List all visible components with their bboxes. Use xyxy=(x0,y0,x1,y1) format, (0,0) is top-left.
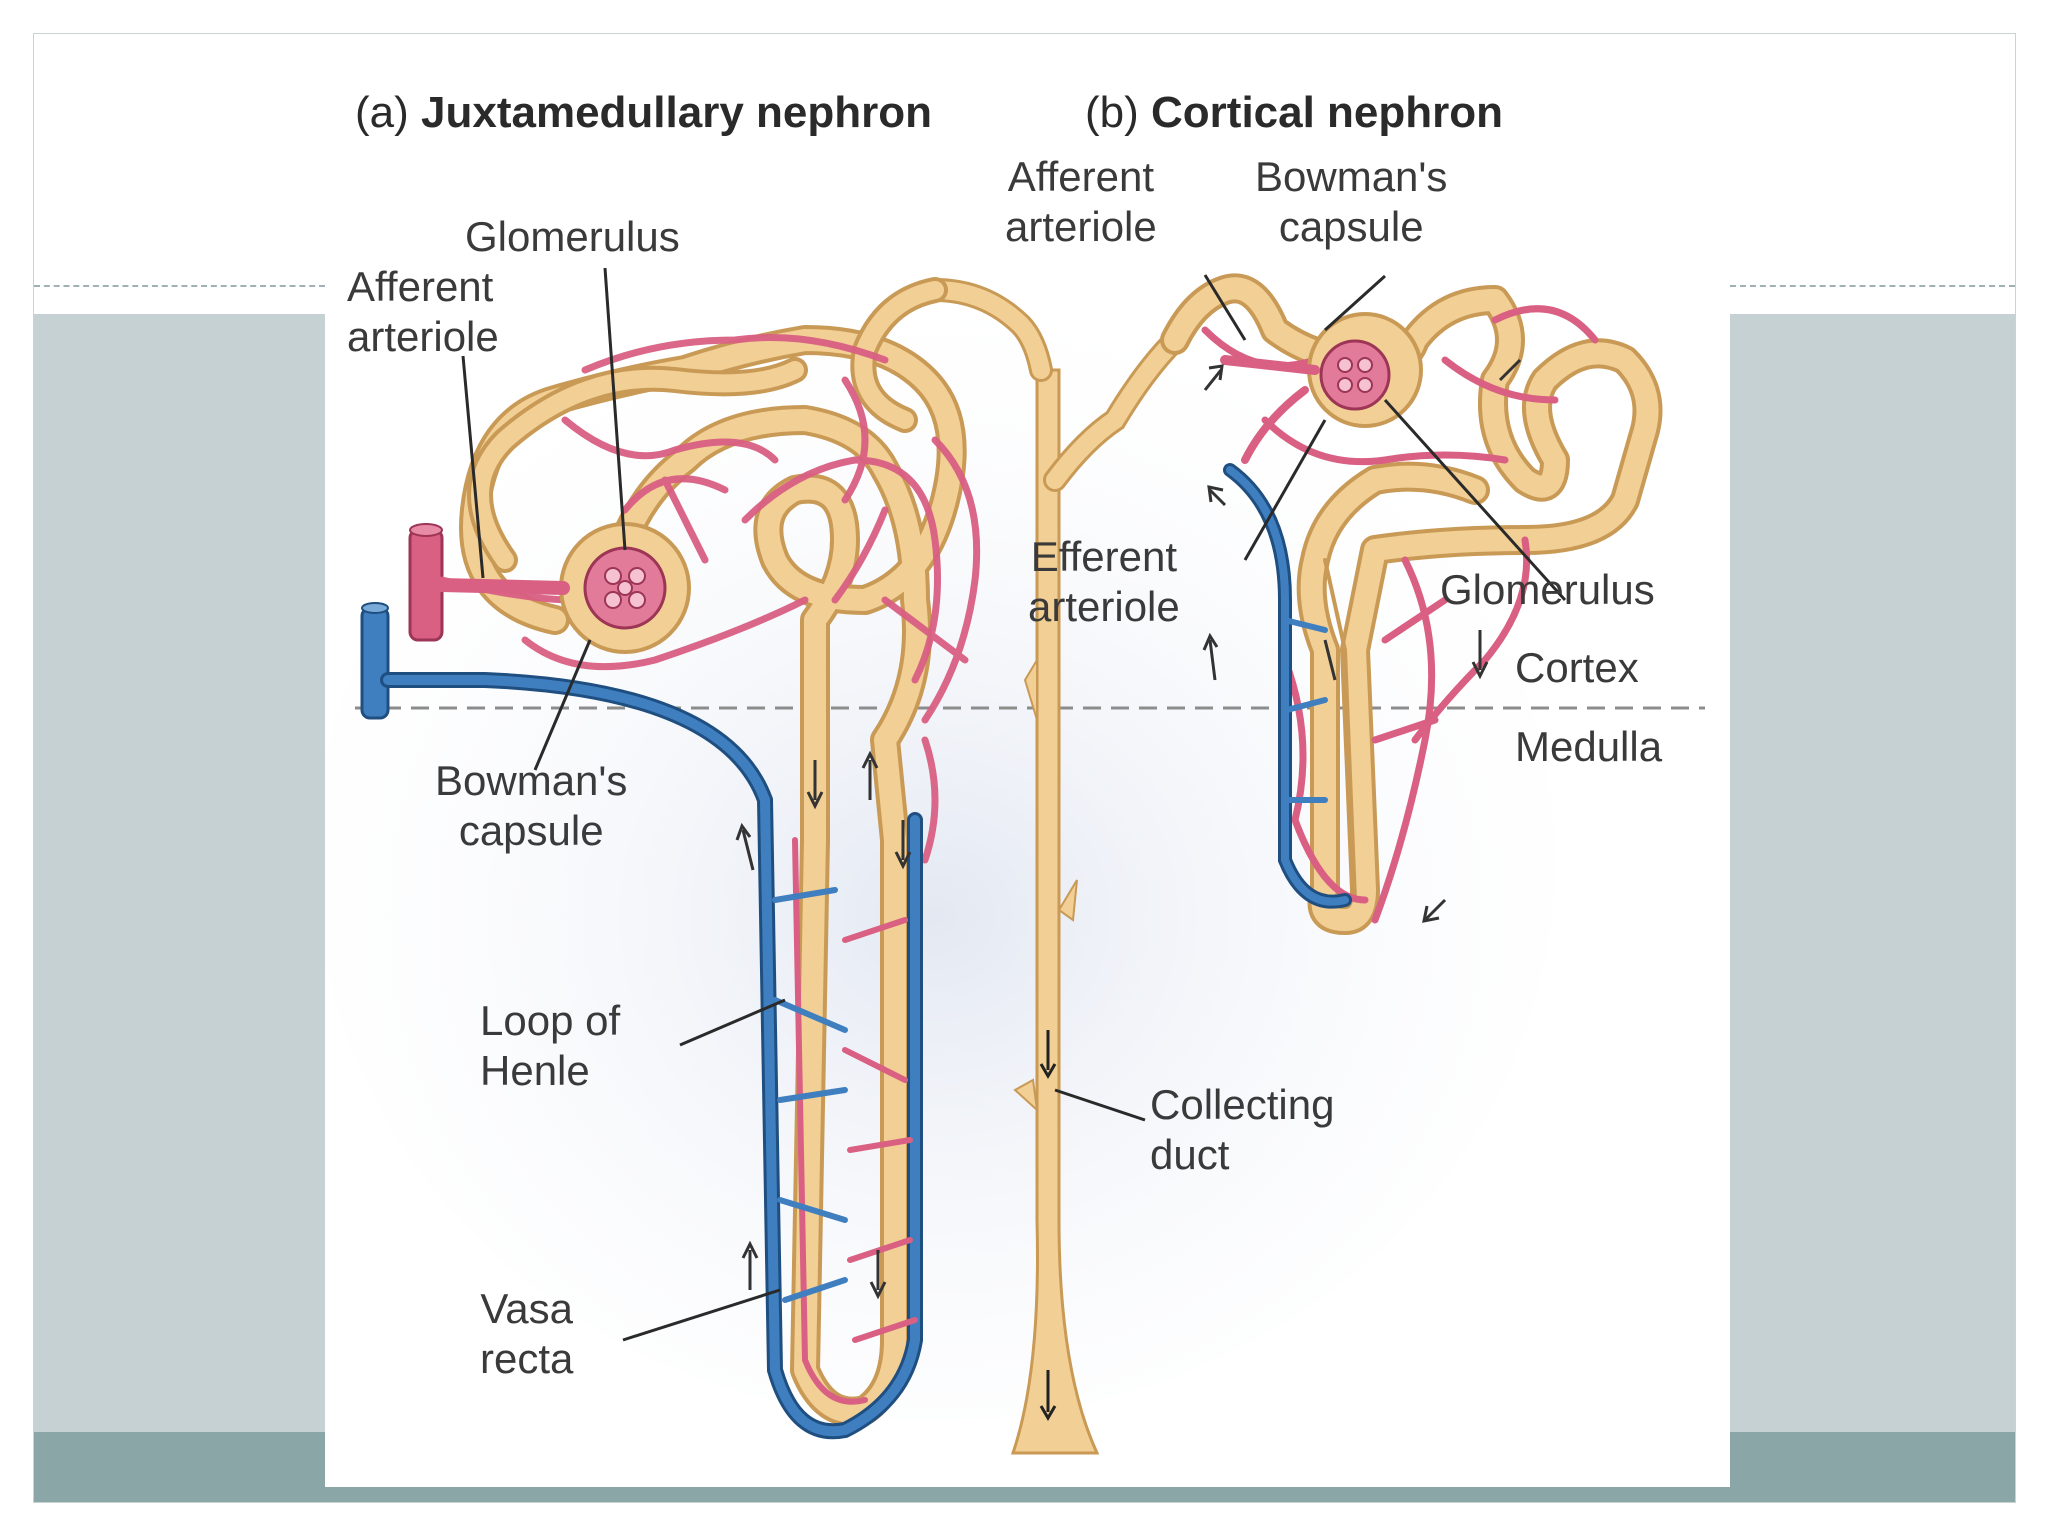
heading-b-prefix: (b) xyxy=(1085,88,1139,137)
vein-stub xyxy=(360,606,390,720)
slide-dashed-rule-left xyxy=(34,285,325,287)
heading-a-title: Juxtamedullary nephron xyxy=(421,88,933,137)
label-vasa-recta: Vasa recta xyxy=(480,1285,574,1382)
cortical-nephron xyxy=(1160,273,1663,935)
label-a-bowmans-capsule: Bowman's capsule xyxy=(435,757,628,854)
juxtamedullary-nephron xyxy=(360,277,981,1440)
label-collecting-duct: Collecting duct xyxy=(1150,1081,1335,1178)
nephron-illustration xyxy=(325,267,1705,1455)
slide-band-right xyxy=(1730,314,2015,1432)
b-glomerulus xyxy=(1319,339,1391,411)
collecting-duct xyxy=(923,278,1187,1455)
slide-dashed-rule-right xyxy=(1730,285,2015,287)
label-medulla: Medulla xyxy=(1515,723,1663,770)
nephron-figure: (a) Juxtamedullary nephron (b) Cortical … xyxy=(325,40,1730,1487)
slide-band-left xyxy=(34,314,325,1432)
label-b-bowmans-capsule: Bowman's capsule xyxy=(1255,153,1448,250)
label-a-glomerulus: Glomerulus xyxy=(465,213,680,260)
label-a-afferent-arteriole: Afferent arteriole xyxy=(347,263,499,360)
label-loop-of-henle: Loop of Henle xyxy=(480,997,621,1094)
heading-b-title: Cortical nephron xyxy=(1151,88,1504,137)
label-b-afferent-arteriole: Afferent arteriole xyxy=(1005,153,1157,250)
label-b-glomerulus: Glomerulus xyxy=(1440,566,1655,613)
heading-juxtamedullary: (a) Juxtamedullary nephron xyxy=(355,88,932,138)
label-b-efferent-arteriole: Efferent arteriole xyxy=(1028,533,1180,630)
heading-cortical: (b) Cortical nephron xyxy=(1085,88,1503,138)
heading-a-prefix: (a) xyxy=(355,88,409,137)
leader-lines xyxy=(461,267,1567,1342)
label-cortex: Cortex xyxy=(1515,644,1639,691)
